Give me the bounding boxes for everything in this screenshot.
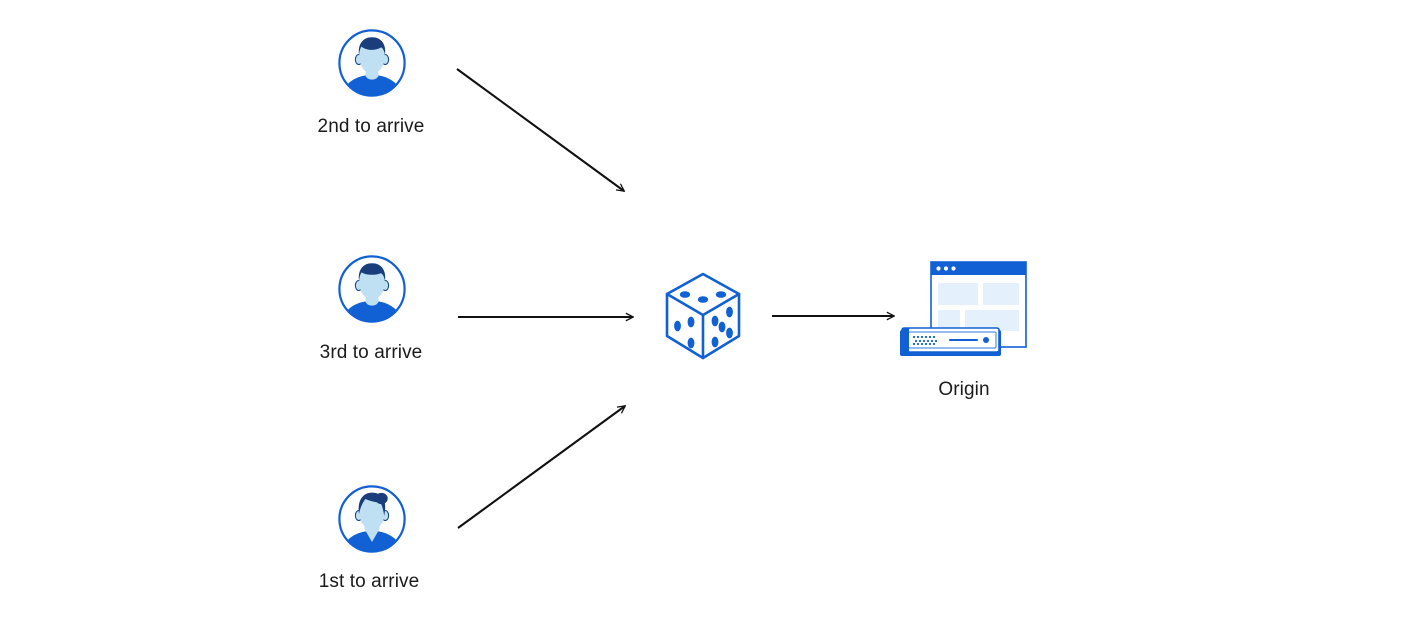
dice-node <box>660 270 746 362</box>
dice-cube-icon <box>665 272 741 360</box>
client-label-3rd: 3rd to arrive <box>319 342 423 363</box>
client-node-3rd <box>337 254 407 324</box>
content-block <box>938 283 978 305</box>
avatar-female-bun-hair-icon <box>338 485 406 553</box>
client-label-1st: 1st to arrive <box>318 571 420 592</box>
server-device <box>900 327 1001 356</box>
browser-window-with-server-icon <box>900 261 1027 356</box>
client-node-1st <box>337 484 407 554</box>
window-dot <box>943 266 949 271</box>
client-label-2nd: 2nd to arrive <box>317 116 425 137</box>
content-block <box>965 310 1019 331</box>
client-node-2nd <box>337 28 407 98</box>
content-block <box>938 310 960 331</box>
browser-title-bar <box>931 262 1026 275</box>
avatar-male-short-hair-icon <box>338 255 406 323</box>
window-dot <box>936 266 941 271</box>
avatar-male-short-hair-icon <box>338 29 406 97</box>
arrow-1st-to-dice <box>457 406 625 529</box>
arrow-2nd-to-dice <box>456 68 624 191</box>
content-block <box>983 283 1019 305</box>
origin-node <box>895 258 1035 363</box>
window-dot <box>951 266 956 271</box>
origin-label: Origin <box>938 379 990 400</box>
